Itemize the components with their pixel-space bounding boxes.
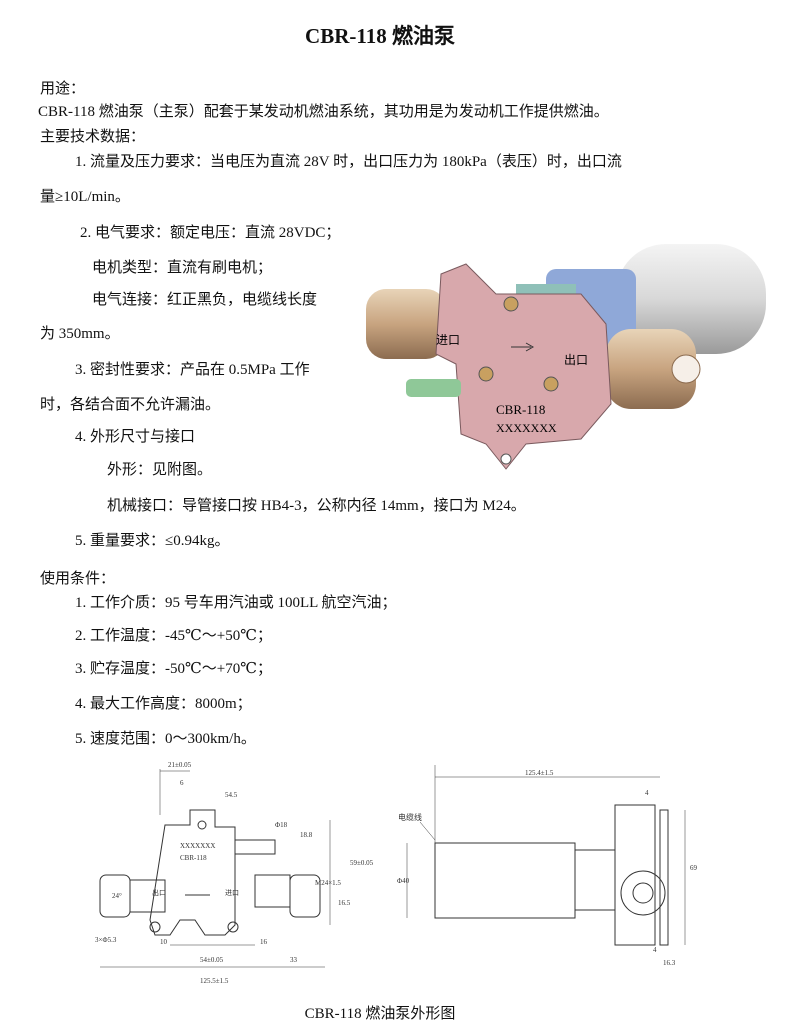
dim-label: Φ40: [397, 877, 410, 885]
dim-label: 125.4±1.5: [525, 769, 554, 777]
dim-label: 18.8: [300, 831, 313, 839]
dim-label: 4: [653, 946, 657, 954]
usage-heading: 用途：: [40, 79, 86, 97]
photo-inlet-label: 进口: [436, 333, 460, 347]
doc-title: CBR-118 燃油泵: [305, 24, 455, 48]
dim-label: 69: [690, 864, 698, 872]
usage-text: CBR-118 燃油泵（主泵）配套于某发动机燃油系统，其功用是为发动机工作提供燃…: [38, 104, 609, 120]
dim-label: 24°: [112, 892, 122, 900]
dim-label: 16.5: [338, 899, 351, 907]
photo-serial-label: XXXXXXX: [496, 421, 557, 435]
tech-line: 量≥10L/min。: [40, 189, 130, 205]
tech-line: 1. 流量及压力要求：当电压为直流 28V 时，出口压力为 180kPa（表压）…: [75, 154, 622, 170]
dim-label: Φ18: [275, 821, 288, 829]
tech-heading: 主要技术数据：: [40, 127, 146, 145]
front-view-drawing: 21±0.05 6 54.5 Φ18 18.8 59±0.05 M24×1.5 …: [95, 761, 374, 985]
condition-item: 1. 工作介质：95 号车用汽油或 100LL 航空汽油；: [75, 595, 397, 611]
product-photo: 进口 出口 CBR-118 XXXXXXX: [366, 234, 778, 496]
photo-model-label: CBR-118: [496, 402, 545, 417]
condition-item: 3. 贮存温度：-50℃～+70℃；: [75, 661, 273, 677]
dim-label: 54±0.05: [200, 956, 224, 964]
tech-line: 时，各结合面不允许漏油。: [40, 397, 221, 413]
dim-label: 16: [260, 938, 268, 946]
tech-line: 电气连接：红正黑负，电缆线长度: [92, 292, 318, 308]
dim-label: 54.5: [225, 791, 238, 799]
dim-label: 21±0.05: [168, 761, 192, 769]
dim-label: 4: [645, 789, 649, 797]
condition-item: 5. 速度范围：0～300km/h。: [75, 731, 256, 747]
dim-label: 33: [290, 956, 298, 964]
drawing-outlet-label: 出口: [152, 888, 166, 897]
tech-line: 外形：见附图。: [107, 462, 213, 478]
figure-caption: CBR-118 燃油泵外形图: [304, 1006, 456, 1022]
tech-line: 5. 重量要求：≤0.94kg。: [75, 533, 230, 549]
tech-line: 4. 外形尺寸与接口: [75, 429, 196, 445]
photo-outlet-label: 出口: [564, 353, 588, 367]
drawing-model-label: CBR-118: [180, 854, 207, 862]
conditions-heading: 使用条件：: [40, 569, 116, 587]
tech-line: 机械接口：导管接口按 HB4-3，公称内径 14mm，接口为 M24。: [107, 498, 526, 514]
dim-label: 10: [160, 938, 168, 946]
side-view-drawing: 125.4±1.5 4 69 Φ40 4 16.3 电缆线: [397, 765, 698, 967]
drawing-serial-label: XXXXXXX: [180, 842, 215, 850]
condition-item: 4. 最大工作高度：8000m；: [75, 696, 252, 712]
dim-label: 16.3: [663, 959, 676, 967]
dim-label: 125.5±1.5: [200, 977, 229, 985]
drawing-inlet-label: 进口: [225, 889, 239, 897]
dim-label: M24×1.5: [315, 879, 341, 887]
dim-label: 3×Φ5.3: [95, 936, 117, 944]
tech-line: 为 350mm。: [40, 326, 120, 342]
dim-label: 59±0.05: [350, 859, 374, 867]
cable-label: 电缆线: [398, 812, 422, 822]
tech-line: 电机类型：直流有刷电机；: [92, 260, 273, 276]
tech-line: 3. 密封性要求：产品在 0.5MPa 工作: [75, 362, 310, 378]
dim-label: 6: [180, 779, 184, 787]
condition-item: 2. 工作温度：-45℃～+50℃；: [75, 628, 273, 644]
tech-line: 2. 电气要求：额定电压：直流 28VDC；: [80, 225, 341, 241]
